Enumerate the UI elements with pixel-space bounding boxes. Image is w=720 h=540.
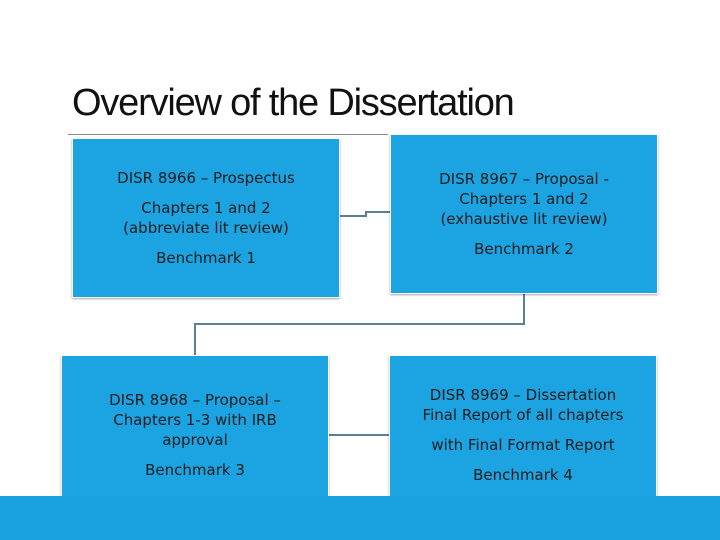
stage-detail: Chapters 1 and 2: [459, 190, 589, 208]
stage-box-proposal-lit-review: DISR 8967 – Proposal - Chapters 1 and 2 …: [390, 134, 658, 294]
connector-2-to-3: [194, 294, 525, 355]
stage-benchmark: Benchmark 4: [473, 466, 573, 484]
connector-1-to-2: [340, 211, 390, 217]
stage-detail: Final Report of all chapters: [422, 406, 624, 424]
stage-box-prospectus: DISR 8966 – Prospectus Chapters 1 and 2 …: [72, 138, 340, 298]
stage-detail: Chapters 1 and 2: [141, 199, 271, 217]
stage-benchmark: Benchmark 2: [474, 240, 574, 258]
stage-heading: DISR 8968 – Proposal –: [109, 391, 281, 409]
stage-detail: with Final Format Report: [431, 436, 615, 454]
stage-detail: approval: [162, 431, 228, 449]
stage-detail: (exhaustive lit review): [440, 210, 608, 228]
stage-box-proposal-irb: DISR 8968 – Proposal – Chapters 1-3 with…: [61, 355, 329, 515]
stage-box-final-report: DISR 8969 – Dissertation Final Report of…: [389, 355, 657, 515]
stage-heading: DISR 8966 – Prospectus: [117, 169, 295, 187]
slide-title: Overview of the Dissertation: [72, 82, 515, 124]
stage-detail: Chapters 1-3 with IRB: [113, 411, 277, 429]
stage-benchmark: Benchmark 1: [156, 249, 256, 267]
stage-heading: DISR 8969 – Dissertation: [429, 386, 617, 404]
stage-heading: DISR 8967 – Proposal -: [439, 170, 609, 188]
stage-benchmark: Benchmark 3: [145, 461, 245, 479]
footer-accent-bar: [0, 496, 720, 540]
stage-detail: (abbreviate lit review): [123, 219, 289, 237]
title-underline: [68, 134, 388, 135]
